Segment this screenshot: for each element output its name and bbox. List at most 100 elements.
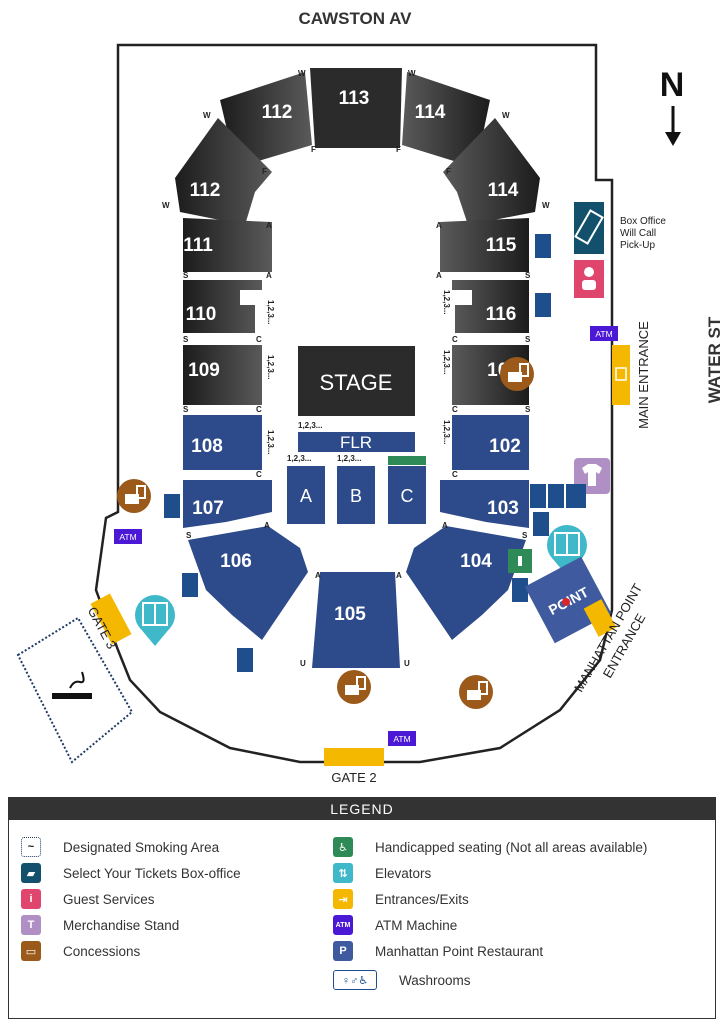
concessions-icon-104[interactable] bbox=[459, 675, 493, 709]
label-108: 108 bbox=[191, 436, 223, 457]
svg-text:C: C bbox=[256, 470, 262, 479]
street-north: CAWSTON AV bbox=[298, 9, 412, 28]
legend-item-merch: T Merchandise Stand bbox=[21, 912, 241, 938]
svg-text:1,2,3...: 1,2,3... bbox=[442, 350, 451, 374]
manhattan-entrance-exit-icon[interactable] bbox=[583, 599, 617, 637]
label-105: 105 bbox=[334, 604, 366, 625]
svg-text:C: C bbox=[452, 405, 458, 414]
washroom-icon-115 bbox=[535, 234, 551, 258]
svg-text:W: W bbox=[162, 201, 170, 210]
elevator-icon-west[interactable] bbox=[135, 595, 175, 646]
section-102 bbox=[452, 415, 529, 470]
svg-text:A: A bbox=[436, 271, 442, 280]
svg-text:1,2,3...: 1,2,3... bbox=[266, 300, 275, 324]
floor-a-rows: 1,2,3... bbox=[287, 454, 311, 463]
smoking-area bbox=[16, 616, 134, 764]
concessions-icon-107[interactable] bbox=[117, 479, 151, 513]
washroom-icon-106 bbox=[182, 573, 198, 597]
section-107 bbox=[183, 480, 272, 528]
gate2-exit-icon[interactable] bbox=[324, 748, 384, 766]
legend-item-elevators: ⇅ Elevators bbox=[333, 860, 647, 886]
svg-text:ATM: ATM bbox=[119, 532, 136, 542]
seating-map: CAWSTON AV WATER ST N STA bbox=[16, 9, 724, 785]
label-103: 103 bbox=[487, 498, 519, 519]
legend-item-handicap: ♿ Handicapped seating (Not all areas ava… bbox=[333, 834, 647, 860]
svg-text:W: W bbox=[298, 69, 306, 78]
stage bbox=[298, 346, 415, 416]
svg-text:W: W bbox=[408, 69, 416, 78]
svg-text:C: C bbox=[452, 335, 458, 344]
smoking-icon: ~ bbox=[21, 837, 41, 857]
svg-text:S: S bbox=[183, 271, 189, 280]
restaurant-icon[interactable]: POINT bbox=[524, 556, 612, 644]
label-115: 115 bbox=[486, 235, 517, 256]
washroom-icon-106-lower bbox=[237, 648, 253, 672]
concessions-icon-101[interactable] bbox=[500, 357, 534, 391]
svg-text:F: F bbox=[311, 145, 316, 154]
floor-handicap-row bbox=[388, 456, 426, 465]
label-112-top: 112 bbox=[262, 102, 293, 123]
svg-text:A: A bbox=[315, 571, 321, 580]
concessions-icon-105[interactable] bbox=[337, 670, 371, 704]
label-114: 114 bbox=[488, 180, 519, 201]
exit-icon: ⇥ bbox=[333, 889, 353, 909]
svg-text:1,2,3...: 1,2,3... bbox=[442, 420, 451, 444]
guest-services-icon: i bbox=[21, 889, 41, 909]
main-entrance-label: MAIN ENTRANCE bbox=[636, 321, 651, 429]
legend-left: ~ Designated Smoking Area ▰ Select Your … bbox=[21, 834, 241, 964]
washroom-icon-103a bbox=[530, 484, 546, 508]
svg-text:W: W bbox=[203, 111, 211, 120]
svg-text:S: S bbox=[525, 335, 531, 344]
svg-text:ATM: ATM bbox=[595, 329, 612, 339]
restaurant-icon: P bbox=[333, 941, 353, 961]
svg-text:S: S bbox=[522, 531, 528, 540]
svg-text:A: A bbox=[264, 521, 270, 530]
section-112-lower bbox=[175, 118, 272, 225]
section-111 bbox=[183, 218, 272, 272]
section-116 bbox=[452, 280, 529, 333]
main-entrance-exit-icon[interactable] bbox=[612, 345, 630, 405]
gate3-exit-icon[interactable] bbox=[90, 593, 132, 645]
label-107: 107 bbox=[192, 498, 224, 519]
label-104: 104 bbox=[460, 551, 492, 572]
floor-b-label: B bbox=[350, 486, 362, 506]
stage-label: STAGE bbox=[320, 370, 393, 395]
svg-text:S: S bbox=[186, 531, 192, 540]
svg-text:F: F bbox=[446, 167, 451, 176]
label-106: 106 bbox=[220, 551, 252, 572]
legend-item-guest-services: i Guest Services bbox=[21, 886, 241, 912]
label-112: 112 bbox=[190, 180, 221, 201]
svg-text:S: S bbox=[183, 335, 189, 344]
gate2-label: GATE 2 bbox=[331, 770, 376, 785]
atm-icon-south[interactable]: ATM bbox=[388, 731, 416, 746]
floor-row-hint: 1,2,3... bbox=[298, 421, 322, 430]
svg-text:1,2,3...: 1,2,3... bbox=[266, 430, 275, 454]
guest-services-icon[interactable] bbox=[574, 260, 604, 298]
svg-text:1,2,3...: 1,2,3... bbox=[266, 355, 275, 379]
svg-text:S: S bbox=[525, 405, 531, 414]
compass: N bbox=[660, 66, 684, 146]
elevator-icon: ⇅ bbox=[333, 863, 353, 883]
floor-c-label: C bbox=[401, 486, 414, 506]
tshirt-icon: T bbox=[21, 915, 41, 935]
atm-icon-east[interactable]: ATM bbox=[590, 326, 618, 341]
legend-item-concessions: ▭ Concessions bbox=[21, 938, 241, 964]
section-113 bbox=[310, 68, 402, 148]
box-office-icon[interactable] bbox=[574, 202, 604, 254]
floor-label: FLR bbox=[340, 433, 372, 452]
legend-item-atm: ATM ATM Machine bbox=[333, 912, 647, 938]
svg-text:ATM: ATM bbox=[393, 734, 410, 744]
svg-text:A: A bbox=[266, 271, 272, 280]
legend-right: ♿ Handicapped seating (Not all areas ava… bbox=[333, 834, 647, 996]
label-114-top: 114 bbox=[415, 102, 446, 123]
legend-item-tickets: ▰ Select Your Tickets Box-office bbox=[21, 860, 241, 886]
lower-bowl bbox=[183, 415, 529, 668]
svg-text:A: A bbox=[436, 221, 442, 230]
washroom-icon-103 bbox=[533, 512, 549, 536]
floor-b bbox=[337, 466, 375, 524]
atm-icon-west[interactable]: ATM bbox=[114, 529, 142, 544]
concessions-icon: ▭ bbox=[21, 941, 41, 961]
washroom-accessible-icon[interactable] bbox=[566, 484, 586, 508]
washroom-icon-116 bbox=[535, 293, 551, 317]
label-111: 111 bbox=[183, 235, 213, 256]
